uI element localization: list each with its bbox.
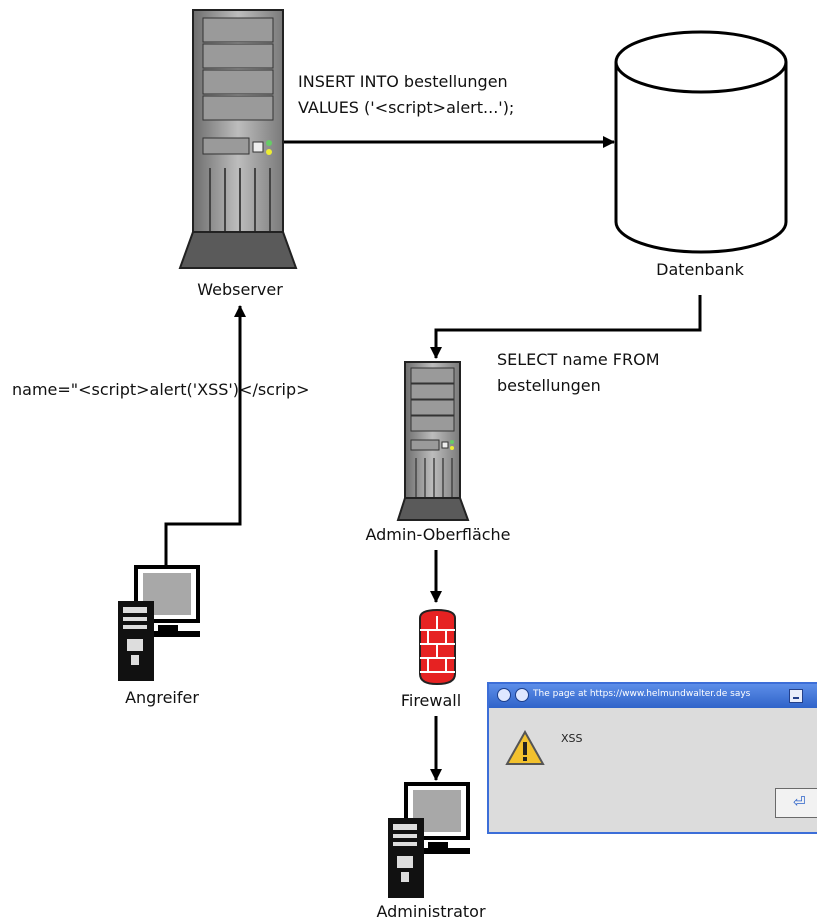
desktop-computer-icon: [118, 565, 200, 681]
dialog-title: The page at https://www.helmundwalter.de…: [533, 689, 751, 699]
select-query-line2: bestellungen: [497, 376, 601, 395]
administrator-computer-icon: [388, 782, 470, 898]
admin-ui-label: Admin-Oberfläche: [365, 525, 511, 544]
firewall-label: Firewall: [400, 691, 462, 710]
insert-query-line2: VALUES ('<script>alert...');: [298, 98, 515, 117]
select-query-line1: SELECT name FROM: [497, 350, 660, 369]
dialog-titlebar[interactable]: The page at https://www.helmundwalter.de…: [489, 684, 817, 708]
database-label: Datenbank: [656, 260, 744, 279]
admin-server-icon: [396, 361, 470, 521]
enter-icon: ⏎: [793, 793, 806, 811]
menu-icon[interactable]: [515, 688, 529, 702]
browser-icon: [497, 688, 511, 702]
insert-query-line1: INSERT INTO bestellungen: [298, 72, 508, 91]
attacker-label: Angreifer: [125, 688, 199, 707]
administrator-label: Administrator: [376, 902, 486, 921]
warning-triangle-icon: [505, 730, 545, 765]
ok-button[interactable]: ⏎: [775, 788, 817, 818]
server-tower-icon: [178, 9, 298, 269]
firewall-brick-icon: [419, 608, 456, 686]
database-cylinder-icon: [614, 30, 788, 254]
select-arrow: [430, 295, 702, 359]
payload-arrow: [164, 305, 246, 565]
payload-label: name="<script>alert('XSS')</scrip>: [12, 380, 310, 399]
dialog-message: XSS: [561, 732, 583, 745]
minimize-icon[interactable]: [789, 689, 803, 703]
alert-dialog: The page at https://www.helmundwalter.de…: [487, 682, 817, 834]
webserver-label: Webserver: [197, 280, 283, 299]
